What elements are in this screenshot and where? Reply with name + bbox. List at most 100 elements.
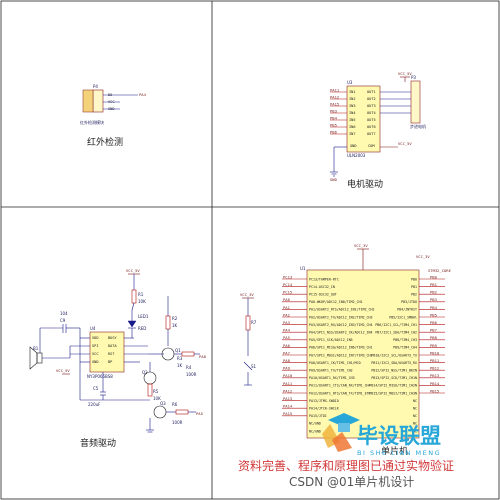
mcu-left-net: PA9 <box>283 366 291 371</box>
mcu-right-pin: PB1 <box>411 285 417 289</box>
audio-net-pa5: PA5 <box>196 411 203 416</box>
mcu-left-pin: PA8/USART1_CK/TIM1_CH1/MCO <box>309 361 361 365</box>
mcu-left-pin: PA0-WKUP/ADC12_IN0/TIM2_CH1 <box>309 300 363 304</box>
audio-net-pa8: PA8 <box>199 354 207 359</box>
mcu-left-pin: PA10/USART1_RX/TIM1_CH3 <box>309 376 355 380</box>
reset-r7-ref: R7 <box>251 320 257 325</box>
mcu-left-pins: PC13/TAMPER-RTCPC13PC14-OSC32_INPC14PC15… <box>282 274 375 433</box>
r1-body <box>131 289 137 304</box>
mcu-part: STM32_CORE <box>428 268 452 273</box>
uln2003-output-pin: OUT7 <box>367 132 376 136</box>
mcu-right-pin: PB9/TIM4_CH4 <box>393 346 417 350</box>
ir-net-pa4: PA4 <box>139 92 147 97</box>
r3-body <box>181 351 195 357</box>
mcu-right-net: PB2 <box>430 290 437 295</box>
audio-vcc-net: VCC_5V <box>56 368 70 373</box>
cap-c5-ref: C5 <box>93 386 99 391</box>
mcu-left-pin: PA11/USART1_CTS/CAN_RX/TIM1_CH4 <box>309 384 371 388</box>
logo-hat-icon <box>322 413 360 452</box>
mcu-left-net: PA4 <box>283 328 291 333</box>
r5-ref: R5 <box>153 389 159 394</box>
mcu-right-net: PB7 <box>430 328 437 333</box>
mcu-right-pin: PB8/TIM4_CH3 <box>393 338 417 342</box>
uln2003-input-pin: IN2 <box>349 97 356 101</box>
uln2003-input-net: PB5 <box>330 123 337 128</box>
uln2003-input-pin: IN6 <box>349 125 356 129</box>
r6-ref: R6 <box>172 402 178 407</box>
uln2003-part: ULN2003 <box>347 153 366 158</box>
mcu-right-pin: PB12/SPI2_NSS/TIM1_BKIN <box>371 369 417 373</box>
uln2003-com-pin: COM <box>368 144 375 148</box>
mcu-right-pin: PB14/SPI2_MISO/TIM1_CH2N <box>369 384 417 388</box>
mcu-section: VCC_3V VCC_3V STM32_CORE U1 PC13/TAMPER-… <box>240 243 452 457</box>
mcu-right-pin: PB10/I2C2_SCL/USART3_TX <box>371 353 417 357</box>
r2-ref: R2 <box>172 316 178 321</box>
r3-value: 1K <box>177 363 183 368</box>
mcu-left-pin: NC/GND <box>309 422 321 426</box>
r1-ref: R1 <box>138 292 144 297</box>
stepper-label: 步进电机 <box>410 123 426 129</box>
audio-chip <box>89 331 125 373</box>
uln2003-output-pin: OUT2 <box>367 97 376 101</box>
audio-chip-part: NY3P065BS8 <box>87 374 113 379</box>
ir-module-ref: P4 <box>93 84 98 89</box>
mcu-left-pin: PA12/USART1_RTS/CAN_TX/TIM1_ETR <box>309 391 371 395</box>
mcu-left-pin: PC15-OSC32_OUT <box>309 293 337 297</box>
motor-power-net: VCC_5V <box>398 71 412 76</box>
r2-body <box>165 315 171 330</box>
audio-chip-pin: GND <box>92 360 99 364</box>
q2-ref: Q2 <box>142 370 148 375</box>
mcu-left-net: PA11 <box>283 381 293 386</box>
stepper-connector[interactable] <box>410 80 421 124</box>
mcu-right-pin: PB4/JNTRST <box>397 308 417 312</box>
mcu-left-net: PA6 <box>283 343 291 348</box>
uln2003-input-net: PB4 <box>330 116 338 121</box>
mcu-right-net: PB15 <box>430 388 439 393</box>
r6-value: 100R <box>172 420 183 425</box>
r1-value: 10K <box>138 299 146 304</box>
audio-chip-pin: DATA <box>108 344 117 348</box>
mcu-left-net: PA8 <box>283 358 291 363</box>
speaker-cone <box>29 346 38 370</box>
ir-module-connector[interactable] <box>92 89 104 113</box>
cap-c9-ref: C9 <box>60 318 66 323</box>
audio-chip-pin: VDD <box>92 336 99 340</box>
r6-body <box>175 409 189 415</box>
uln2003-output-pin: OUT4 <box>367 111 376 115</box>
mcu-left-pin: NC/GND <box>309 429 321 433</box>
uln2003-input-net: PA15 <box>330 102 339 107</box>
mcu-left-net: PC14 <box>283 282 293 287</box>
mcu-right-net: PB5 <box>430 312 437 317</box>
motor-drive-section: U3 IN1PA11IN2PA12IN3PA15IN4PB3IN5PB4IN6P… <box>330 71 426 190</box>
mcu-right-net: PB0 <box>430 274 438 279</box>
led-color: RED <box>138 326 146 331</box>
q1-ref: Q1 <box>175 348 181 353</box>
mcu-left-pin: PA14/JTCK-SWCLK <box>309 407 339 411</box>
mcu-left-net: PA15 <box>283 411 292 416</box>
motor-gnd-label: GND <box>330 177 338 182</box>
uln2003-input-pin: IN4 <box>349 111 356 115</box>
mcu-ref: U1 <box>300 266 306 271</box>
uln2003-ref: U3 <box>347 80 353 85</box>
ir-module-body <box>82 89 94 113</box>
q2-symbol <box>143 371 157 385</box>
motor-com-net: VCC_5V <box>398 141 412 146</box>
uln2003-input-pin: IN1 <box>349 90 356 94</box>
r3-ref: R3 <box>177 356 183 361</box>
mcu-left-pin: PC13/TAMPER-RTC <box>309 277 339 281</box>
motor-section-title: 电机驱动 <box>347 178 383 190</box>
mcu-right-pin: PB0 <box>411 277 417 281</box>
mcu-right-pin: PB13/SPI2_SCK/TIM1_CH1N <box>371 376 417 380</box>
mcu-left-pin: PA13/JTMS-SWDIO <box>309 399 339 403</box>
watermark-line2: CSDN @01单片机设计 <box>289 475 414 489</box>
mcu-right-pin: NC <box>413 407 417 411</box>
mcu-chip <box>306 269 420 439</box>
mcu-right-net: PB6 <box>430 320 438 325</box>
speaker-body <box>36 352 43 364</box>
audio-section-title: 音频驱动 <box>80 437 116 449</box>
mcu-left-net: PC15 <box>283 290 292 295</box>
uln2003-output-pin: OUT3 <box>367 104 376 108</box>
